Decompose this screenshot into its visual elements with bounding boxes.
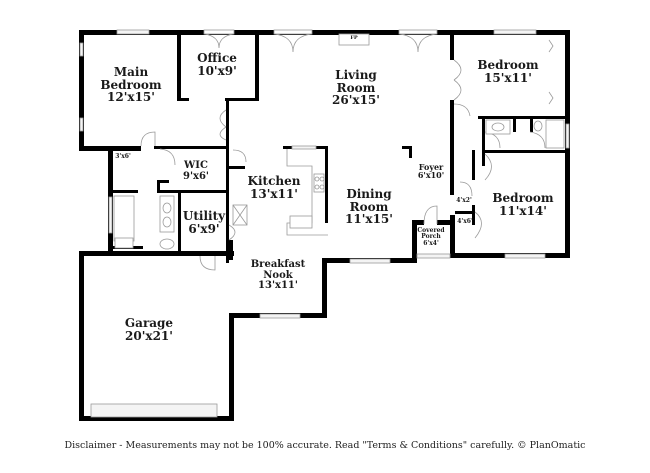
room-name: Main [113,65,149,79]
fixtures [113,39,565,250]
room-label-wic: WIC 9'x6' [182,160,210,182]
room-name: Office [197,51,237,65]
room-dims: 6'x4' [423,239,439,247]
room-name: Breakfast [250,259,306,270]
fireplace-label: FP [350,35,358,41]
room-dims: 11'x15' [345,212,393,227]
room-label-dining-room: Dining Room 11'x15' [345,188,393,226]
room-dims: 15'x11' [484,70,532,85]
room-label-office: Office 10'x9' [197,52,237,77]
room-dims: 20'x21' [125,328,173,343]
room-dims: 12'x15' [107,90,155,105]
room-name: Garage [124,316,174,330]
room-name: Bedroom [100,77,162,92]
room-label-kitchen: Kitchen 13'x11' [248,175,301,200]
room-name: Kitchen [247,174,301,188]
room-dims: 13'x11' [258,280,298,291]
room-name: Foyer [418,162,444,172]
room-name: Bedroom [492,191,554,205]
room-label-closet-4x2: 4'x2' [456,197,472,204]
room-name: Nook [263,269,293,281]
room-label-closet-3x6: 3'x6' [115,153,131,160]
room-label-bedroom-2: Bedroom 15'x11' [477,59,538,84]
room-label-garage: Garage 20'x21' [125,317,173,342]
room-name: WIC [184,160,208,171]
room-label-breakfast-nook: Breakfast Nook 13'x11' [250,259,306,292]
room-dims: 3'x6' [115,153,131,160]
room-label-utility: Utility 6'x9' [183,210,225,235]
doors [140,29,546,271]
room-label-closet-4x6: 4'x6' [457,218,473,225]
room-name: Room [349,199,389,214]
room-dims: 26'x15' [332,93,380,108]
disclaimer-text: Disclaimer - Measurements may not be 100… [64,440,586,451]
room-dims: 10'x9' [197,63,237,78]
windows [79,29,570,418]
room-dims: 6'x9' [188,221,220,236]
room-dims: 13'x11' [250,186,298,201]
room-dims: 4'x6' [457,218,473,225]
room-label-covered-porch: Covered Porch 6'x4' [417,227,445,247]
room-label-bedroom-3: Bedroom 11'x14' [492,192,553,217]
room-name: Covered [417,227,445,234]
room-dims: 6'x10' [417,170,445,181]
room-name: Utility [182,209,226,223]
room-dims: 9'x6' [182,170,210,182]
room-name: Room [336,80,376,95]
room-label-living-room: Living Room 26'x15' [332,69,380,107]
room-dims: 4'x2' [456,197,472,204]
room-name: Dining [346,187,392,201]
room-label-main-bedroom: Main Bedroom 12'x15' [100,66,161,104]
room-label-foyer: Foyer 6'x10' [418,163,444,180]
room-name: Bedroom [477,58,539,72]
interior-walls [108,30,570,263]
room-name: Porch [421,233,441,241]
room-dims: 11'x14' [499,203,547,218]
room-name: Living [335,68,377,82]
